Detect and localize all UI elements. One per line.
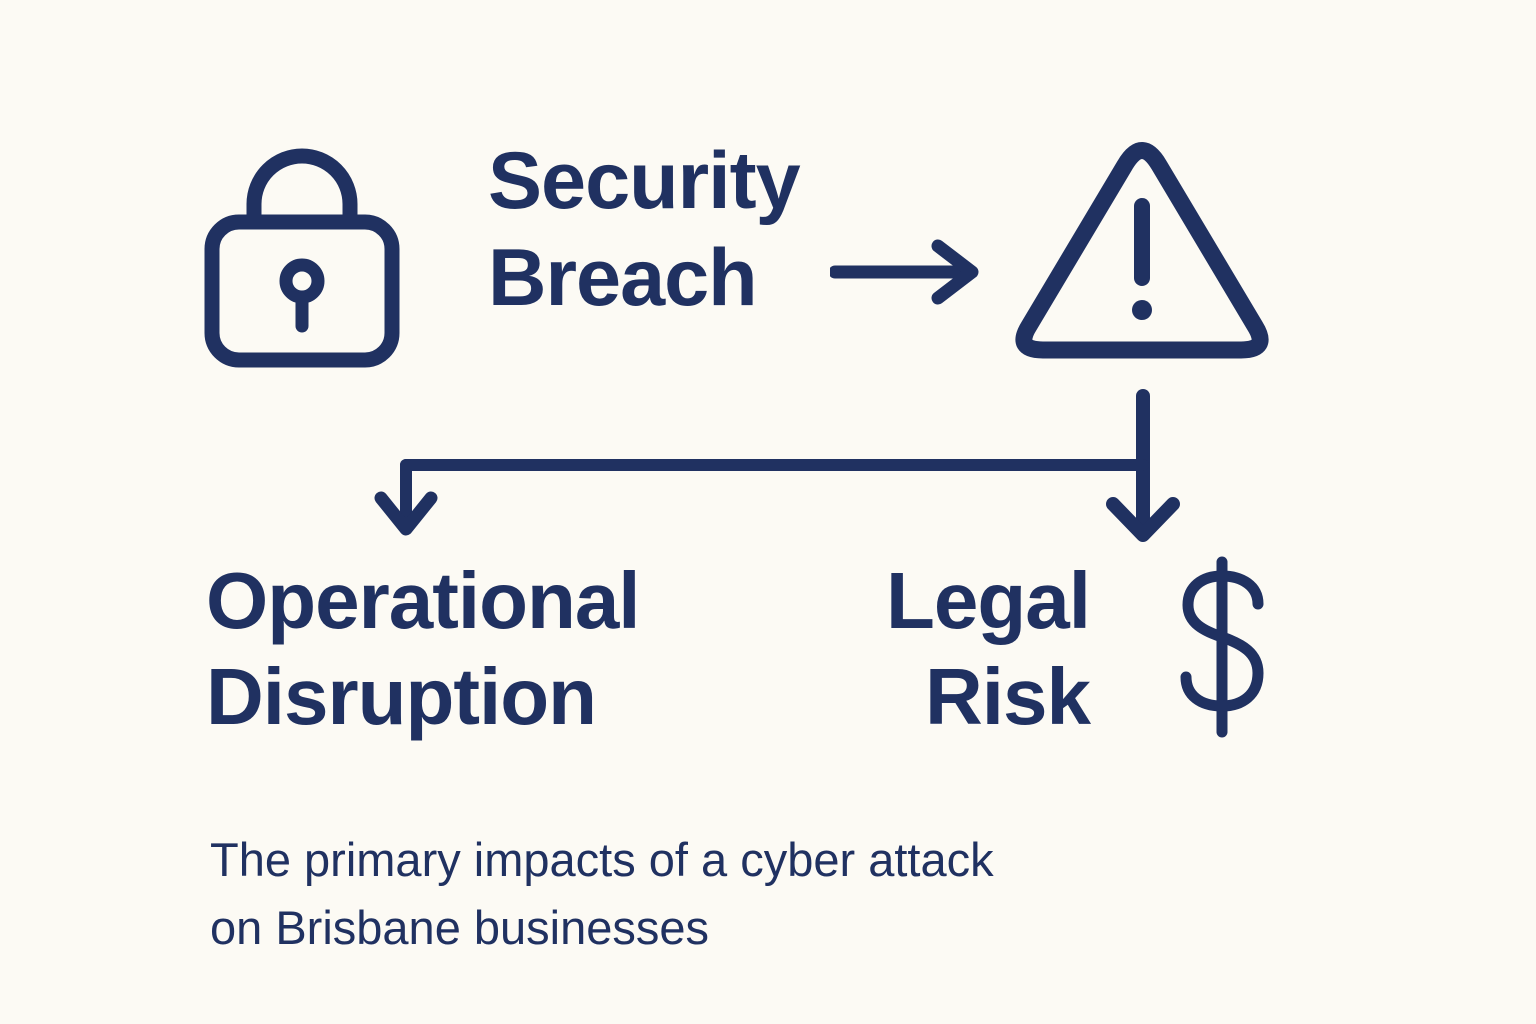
arrow-right-head bbox=[931, 239, 979, 305]
padlock-body bbox=[204, 214, 400, 368]
dollar-sign-icon bbox=[1180, 556, 1264, 738]
arrow-down-left-icon bbox=[374, 459, 438, 536]
warning-exclamation-dot bbox=[1132, 300, 1152, 320]
warning-triangle-outline bbox=[1015, 142, 1269, 359]
dollar-curve bbox=[1180, 570, 1264, 712]
source-label: Security Breach bbox=[488, 136, 801, 323]
warning-triangle-icon bbox=[1015, 142, 1269, 359]
right-arrow-head bbox=[1106, 497, 1180, 542]
padlock-icon bbox=[204, 148, 400, 368]
arrow-right-icon bbox=[830, 239, 979, 305]
left-arrow-head bbox=[374, 491, 438, 536]
outcome-operational-label: Operational Disruption bbox=[206, 556, 641, 741]
padlock-shackle bbox=[246, 148, 358, 230]
outcome-legal-label: Legal Risk bbox=[886, 556, 1091, 741]
branch-connector bbox=[374, 389, 1180, 542]
diagram-caption: The primary impacts of a cyber attack on… bbox=[210, 833, 994, 954]
